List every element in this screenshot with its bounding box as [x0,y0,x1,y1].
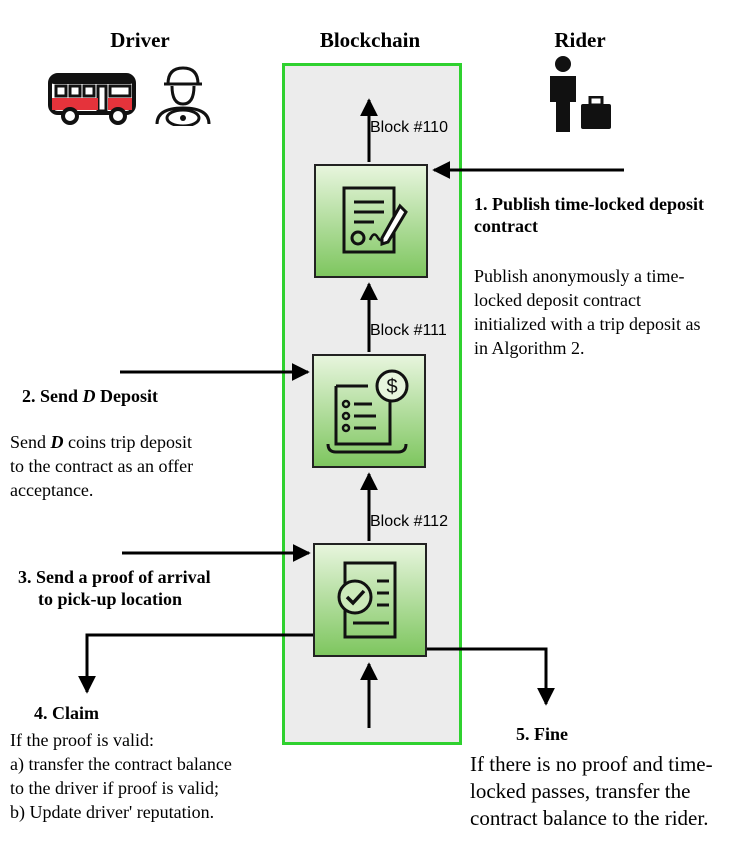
block-110 [314,164,428,278]
step4-title: 4. Claim [34,703,99,723]
block-label-112: Block #112 [370,513,448,530]
block-label-110: Block #110 [370,119,448,136]
step5-body: If there is no proof and time- locked pa… [470,752,713,830]
approved-document-icon [337,561,397,639]
step2-body: Send D coins trip deposit to the contrac… [10,432,194,500]
claim-arrow [78,633,313,694]
block-112 [313,543,427,657]
svg-text:$: $ [386,376,397,398]
block-111: $ [312,354,426,468]
bus-icon [48,73,136,125]
step2-title: 2. Send D Deposit [22,386,159,406]
step3-title: 3. Send a proof of arrival to pick-up lo… [18,567,211,609]
driver-avatar-icon [155,66,211,126]
fine-arrow [427,647,555,706]
luggage-icon [581,96,611,129]
step4-body: If the proof is valid: a) transfer the c… [10,730,232,822]
block-label-111: Block #111 [370,322,447,339]
blockchain-header: Blockchain [319,28,421,52]
dollar-invoice-icon: $ [326,369,409,454]
rider-header: Rider [554,28,606,52]
step5-title: 5. Fine [516,724,568,744]
rider-person-icon [550,56,576,132]
driver-header: Driver [110,28,170,52]
step1-body: Publish anonymously a time- locked depos… [474,266,701,358]
step1-title: 1. Publish time-locked deposit contract [474,194,705,236]
signed-contract-icon [342,186,408,254]
